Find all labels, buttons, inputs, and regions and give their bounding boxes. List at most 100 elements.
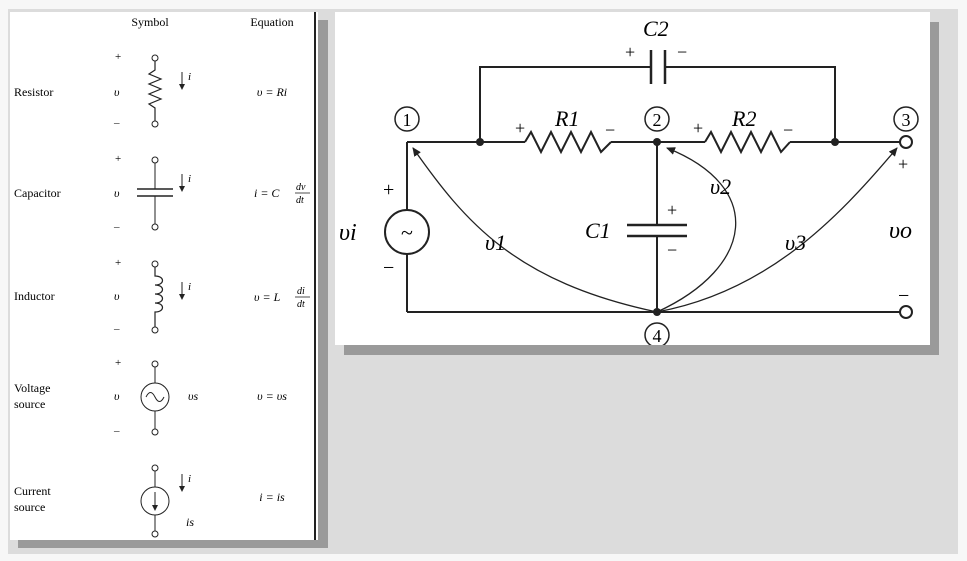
label-resistor: Resistor — [14, 85, 53, 99]
resistor-terminal-bottom — [151, 120, 159, 128]
junction-dot-left — [476, 138, 484, 146]
vsource-terminal-bottom — [151, 428, 159, 436]
resistor-minus: – — [113, 117, 120, 129]
c2-plus: + — [625, 42, 635, 62]
vsource-terminal-top — [151, 360, 159, 368]
node-2-label: 2 — [653, 110, 662, 130]
isource-arrow-down-icon — [152, 505, 158, 511]
vi-label: υi — [339, 220, 357, 246]
isource-terminal-bottom — [151, 530, 159, 538]
inductor-frac-den: dt — [297, 299, 305, 310]
element-table-panel: Symbol Equation Resistor + υ – i υ = Ri … — [10, 12, 318, 540]
node-4-label: 4 — [653, 326, 662, 345]
r2-plus: + — [693, 118, 703, 138]
r1-label: R1 — [554, 106, 579, 131]
label-current-source-2: source — [14, 500, 45, 514]
capacitor-v: υ — [114, 186, 120, 200]
isource-label: is — [186, 515, 194, 529]
node-2: 2 — [644, 106, 670, 132]
v2-arrow — [656, 147, 737, 313]
isource-arrowhead — [179, 486, 185, 492]
inductor-terminal-top — [151, 260, 159, 268]
circuit-diagram: ~ 1 2 3 4 C2 + − — [339, 16, 919, 348]
vi-source-circle — [384, 209, 430, 255]
inductor-equation: υ = L — [254, 290, 281, 304]
v1-label: υ1 — [485, 230, 506, 255]
resistor-i: i — [188, 71, 191, 83]
v3-arrow — [656, 147, 898, 313]
inductor-plus: + — [115, 257, 121, 269]
vsource-minus: – — [113, 425, 120, 437]
node-1-label: 1 — [403, 110, 412, 130]
row-inductor: Inductor + υ – i υ = L di dt — [14, 257, 310, 335]
isource-i: i — [188, 473, 191, 485]
capacitor-arrowhead — [179, 186, 185, 192]
vo-plus: + — [898, 154, 908, 174]
capacitor-frac-num: dv — [296, 182, 306, 193]
capacitor-terminal-bottom — [151, 223, 159, 231]
junction-dot-right — [831, 138, 839, 146]
vo-minus: − — [898, 285, 909, 307]
inductor-symbol — [154, 267, 164, 327]
resistor-symbol — [147, 61, 163, 121]
label-inductor: Inductor — [14, 289, 55, 303]
c1-plus: + — [667, 200, 677, 220]
r1-plus: + — [515, 118, 525, 138]
inductor-frac-num: di — [297, 286, 305, 297]
node-3: 3 — [893, 106, 919, 132]
r1-minus: − — [605, 120, 615, 140]
vsource-plus: + — [115, 357, 121, 369]
header-symbol: Symbol — [131, 15, 169, 29]
vi-minus: − — [383, 257, 394, 279]
wire-c2-right — [665, 66, 836, 142]
output-terminal-top — [899, 135, 913, 149]
r1-resistor — [524, 129, 612, 155]
inductor-v: υ — [114, 289, 120, 303]
c2-label: C2 — [643, 16, 669, 41]
output-terminal-bottom — [899, 305, 913, 319]
vsource-equation: υ = υs — [257, 389, 287, 403]
resistor-v: υ — [114, 85, 120, 99]
isource-terminal-top — [151, 464, 159, 472]
circuit-wires — [406, 66, 900, 313]
label-current-source-1: Current — [14, 484, 51, 498]
inductor-i: i — [188, 281, 191, 293]
junction-dot-node2 — [653, 138, 661, 146]
v2-label: υ2 — [710, 174, 731, 199]
node-4: 4 — [644, 322, 670, 348]
inductor-arrowhead — [179, 294, 185, 300]
capacitor-plus: + — [115, 153, 121, 165]
element-table: Symbol Equation Resistor + υ – i υ = Ri … — [14, 12, 316, 540]
capacitor-frac-den: dt — [296, 195, 304, 206]
inductor-minus: – — [113, 323, 120, 335]
capacitor-equation: i = C — [254, 186, 280, 200]
r2-resistor — [704, 129, 791, 155]
vsource-v: υ — [114, 389, 120, 403]
c1-minus: − — [667, 240, 677, 260]
capacitor-minus: – — [113, 221, 120, 233]
header-equation: Equation — [250, 15, 293, 29]
row-capacitor: Capacitor + υ – i i = C dv dt — [14, 153, 310, 233]
row-current-source: Current source i is i = is — [14, 464, 285, 538]
resistor-arrowhead — [179, 84, 185, 90]
row-resistor: Resistor + υ – i υ = Ri — [14, 51, 287, 129]
label-voltage-source-2: source — [14, 397, 45, 411]
vi-sine-icon: ~ — [401, 220, 413, 245]
v3-label: υ3 — [785, 230, 806, 255]
resistor-plus: + — [115, 51, 121, 63]
c1-label: C1 — [585, 218, 611, 243]
row-voltage-source: Voltage source + υ – υs υ = υs — [14, 357, 287, 437]
label-capacitor: Capacitor — [14, 186, 61, 200]
node-1: 1 — [394, 106, 420, 132]
label-voltage-source-1: Voltage — [14, 381, 50, 395]
capacitor-i: i — [188, 173, 191, 185]
wire-c2-left — [479, 66, 651, 142]
node-3-label: 3 — [902, 110, 911, 130]
vo-label: υo — [889, 218, 912, 244]
circuit-panel: ~ 1 2 3 4 C2 + − — [335, 12, 930, 348]
capacitor-terminal-top — [151, 156, 159, 164]
resistor-terminal-top — [151, 54, 159, 62]
isource-equation: i = is — [259, 490, 285, 504]
vsource-sine-icon — [145, 392, 165, 402]
resistor-equation: υ = Ri — [257, 85, 287, 99]
